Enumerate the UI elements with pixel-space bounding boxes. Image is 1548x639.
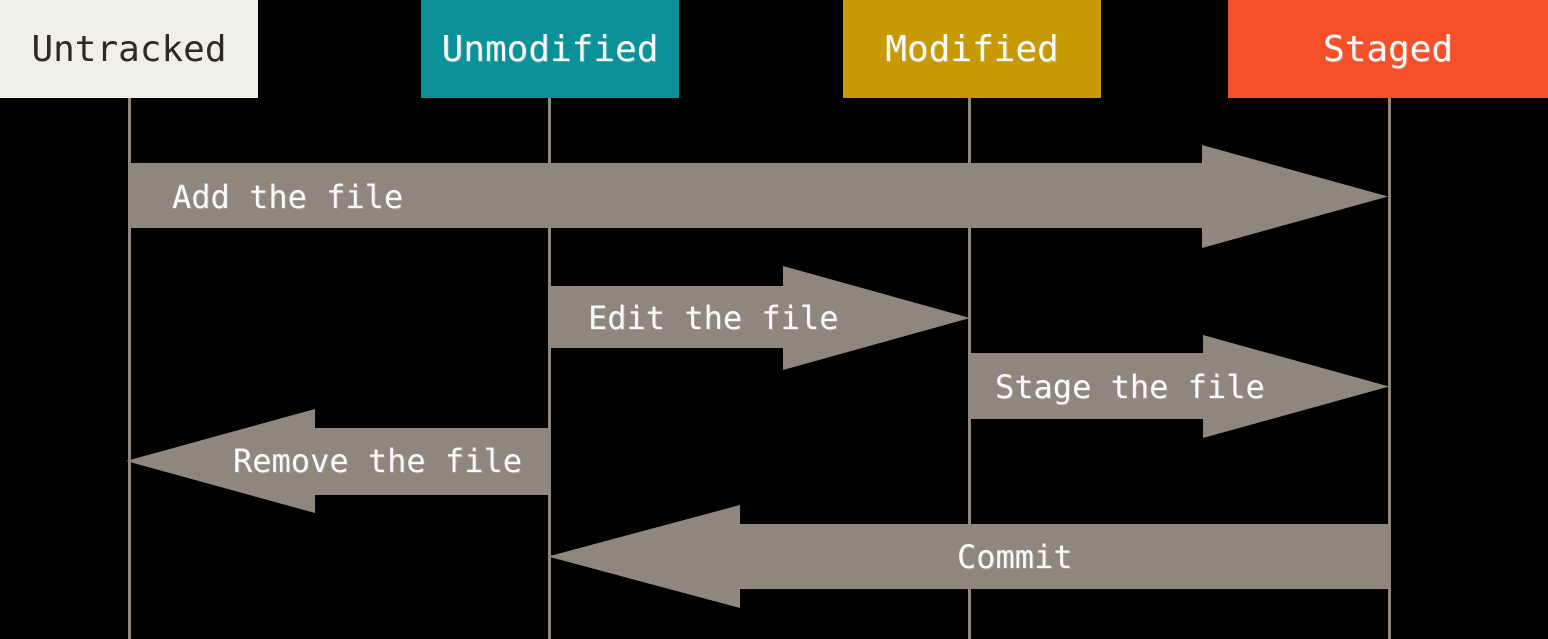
state-box-modified: Modified <box>843 0 1101 98</box>
state-label-untracked: Untracked <box>31 28 227 70</box>
transition-label-stage-the-file: Stage the file <box>995 367 1265 406</box>
state-box-staged: Staged <box>1228 0 1548 98</box>
lifeline-untracked <box>128 98 131 639</box>
state-box-untracked: Untracked <box>0 0 258 98</box>
transition-label-add-the-file: Add the file <box>172 177 404 216</box>
state-box-unmodified: Unmodified <box>421 0 679 98</box>
state-label-modified: Modified <box>885 28 1059 70</box>
transition-arrow-stage-the-file: Stage the file <box>969 335 1389 438</box>
lifeline-staged <box>1388 98 1391 639</box>
transition-arrow-remove-the-file: Remove the file <box>126 409 550 513</box>
state-label-unmodified: Unmodified <box>441 28 659 70</box>
lifeline-unmodified <box>548 98 551 639</box>
transition-label-edit-the-file: Edit the file <box>588 299 839 337</box>
transition-label-commit: Commit <box>957 537 1073 576</box>
transition-label-remove-the-file: Remove the file <box>233 442 522 480</box>
state-label-staged: Staged <box>1322 28 1454 70</box>
transition-arrow-edit-the-file: Edit the file <box>549 266 970 370</box>
transition-arrow-add-the-file: Add the file <box>129 145 1388 248</box>
